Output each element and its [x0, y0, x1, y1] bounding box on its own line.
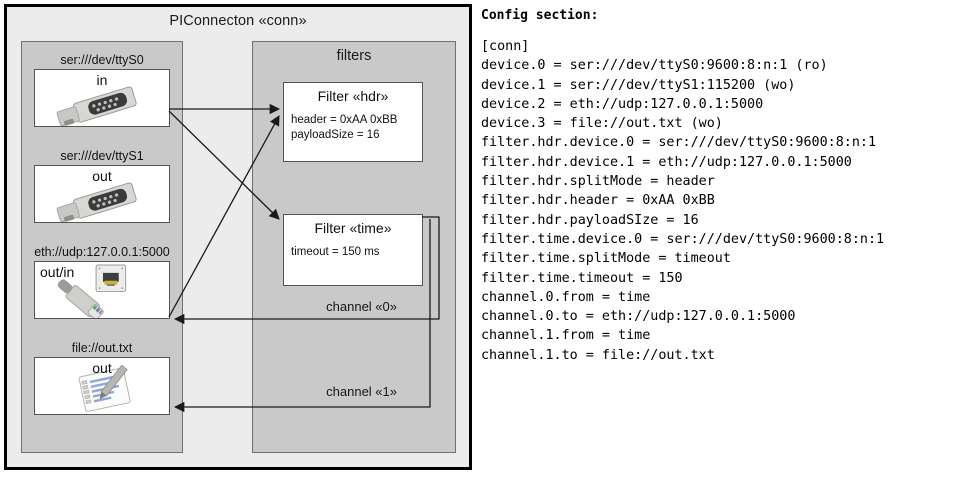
text-file-icon: [78, 364, 131, 412]
filters-group-label: filters: [336, 48, 372, 64]
channel-1-label: channel «1»: [326, 384, 397, 399]
config-heading: Config section:: [481, 8, 599, 23]
filter-attribute: header = 0xAA 0xBB: [291, 114, 398, 126]
device-entry-ttys0: ser:///dev/ttyS0 in: [34, 52, 170, 127]
device-box[interactable]: out: [34, 357, 170, 415]
config-line: channel.1.to = file://out.txt: [481, 347, 715, 363]
connector-diagram: PIConnecton «conn» ser:///dev/ttyS0 in: [4, 4, 472, 470]
config-line: channel.0.from = time: [481, 289, 651, 305]
config-line: device.2 = eth://udp:127.0.0.1:5000: [481, 96, 764, 112]
device-entry-file: file://out.txt out: [34, 340, 170, 415]
devices-group-panel: ser:///dev/ttyS0 in: [21, 41, 183, 453]
config-line: filter.time.timeout = 150: [481, 270, 683, 286]
config-line: filter.hdr.header = 0xAA 0xBB: [481, 193, 715, 209]
filter-title: Filter «hdr»: [317, 88, 389, 104]
filter-attributes: timeout = 150 ms: [284, 245, 422, 260]
config-line: filter.time.device.0 = ser:///dev/ttyS0:…: [481, 231, 885, 247]
device-caption: ser:///dev/ttyS1: [60, 149, 144, 163]
channel-0-label: channel «0»: [326, 299, 397, 314]
device-direction-label: in: [96, 72, 108, 88]
filter-attributes: header = 0xAA 0xBB payloadSize = 16: [284, 113, 422, 143]
device-caption: ser:///dev/ttyS0: [60, 53, 144, 67]
config-line: filter.time.splitMode = timeout: [481, 251, 731, 267]
config-section: Config section: [conn] device.0 = ser:///…: [481, 8, 959, 365]
config-line: filter.hdr.device.1 = eth://udp:127.0.0.…: [481, 154, 852, 170]
config-line: filter.hdr.payloadSIze = 16: [481, 212, 699, 228]
filter-time-box[interactable]: Filter «time» timeout = 150 ms: [283, 214, 423, 286]
config-line: [conn]: [481, 39, 530, 54]
ethernet-jack-icon: [57, 264, 127, 318]
filter-attribute: payloadSize = 16: [291, 129, 380, 141]
config-line: filter.hdr.device.0 = ser:///dev/ttyS0:9…: [481, 135, 877, 151]
device-box[interactable]: in: [34, 69, 170, 127]
config-line: filter.hdr.splitMode = header: [481, 174, 715, 190]
device-caption: eth://udp:127.0.0.1:5000: [34, 245, 170, 259]
filter-attribute: timeout = 150 ms: [291, 246, 380, 258]
diagram-title: PIConnecton «conn»: [169, 13, 307, 29]
device-direction-label: out/in: [40, 264, 75, 280]
serial-port-icon: [56, 182, 137, 222]
device-entry-eth: eth://udp:127.0.0.1:5000 out/in: [34, 244, 170, 319]
filter-hdr-box[interactable]: Filter «hdr» header = 0xAA 0xBB payloadS…: [283, 82, 423, 162]
config-line: channel.0.to = eth://udp:127.0.0.1:5000: [481, 309, 796, 325]
device-direction-label: out: [92, 360, 112, 376]
config-line: device.3 = file://out.txt (wo): [481, 116, 723, 132]
device-direction-label: out: [92, 168, 112, 184]
config-line: device.1 = ser:///dev/ttyS1:115200 (wo): [481, 77, 796, 93]
device-entry-ttys1: ser:///dev/ttyS1 out: [34, 148, 170, 223]
config-line: device.0 = ser:///dev/ttyS0:9600:8:n:1 (…: [481, 58, 828, 74]
device-box[interactable]: out: [34, 165, 170, 223]
device-caption: file://out.txt: [71, 341, 133, 355]
device-box[interactable]: out/in: [34, 261, 170, 319]
config-line: channel.1.from = time: [481, 328, 651, 344]
filter-title: Filter «time»: [314, 220, 392, 236]
config-lines: [conn] device.0 = ser:///dev/ttyS0:9600:8…: [481, 37, 959, 365]
serial-port-icon: [56, 86, 137, 126]
